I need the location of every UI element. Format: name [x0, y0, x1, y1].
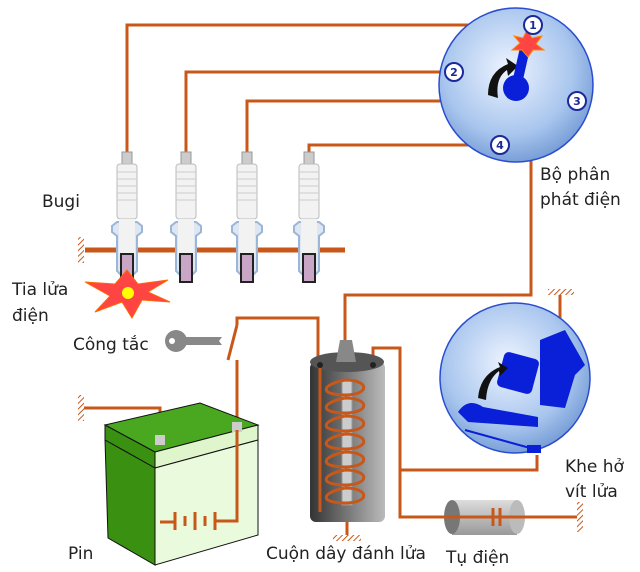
label-switch: Công tắc [73, 334, 149, 355]
label-distributor-2: phát điện [540, 190, 621, 210]
spark-plug-1 [111, 151, 143, 283]
svg-text:1: 1 [529, 19, 537, 32]
terminal-1: 1 [523, 15, 543, 35]
svg-text:2: 2 [450, 66, 458, 79]
label-points-2: vít lửa [565, 482, 618, 502]
terminal-4: 4 [490, 135, 510, 155]
spark-plug-2 [170, 151, 202, 283]
svg-text:3: 3 [573, 95, 581, 108]
terminal-3: 3 [567, 91, 587, 111]
spark-plugs [111, 151, 325, 283]
label-points-1: Khe hở [565, 457, 625, 477]
battery-symbol-icon [160, 430, 239, 530]
spark-icon [510, 28, 546, 58]
key-icon [165, 330, 222, 352]
svg-text:4: 4 [496, 139, 504, 152]
rotation-arrow-icon [478, 362, 508, 400]
switch-contact [226, 324, 239, 370]
breaker-points [439, 289, 591, 454]
points-ground-icon [548, 289, 574, 295]
terminal-2: 2 [444, 62, 464, 82]
label-battery: Pin [68, 544, 93, 564]
ignition-coil [310, 340, 385, 541]
label-ignition-coil: Cuộn dây đánh lửa [266, 544, 426, 564]
label-spark-2: điện [12, 306, 49, 326]
label-spark-1: Tia lửa [11, 280, 68, 300]
capacitor [440, 500, 583, 535]
label-distributor-1: Bộ phân [540, 165, 610, 185]
label-capacitor: Tụ điện [445, 548, 509, 568]
spark-plug-4 [293, 151, 325, 283]
coil-ground-icon [333, 535, 361, 541]
label-spark-plug: Bugi [42, 192, 80, 212]
rotation-arrow-icon [488, 58, 518, 98]
capacitor-ground-icon [577, 502, 583, 532]
distributor: 1 2 3 4 [438, 7, 594, 163]
battery-ground-icon [78, 395, 84, 421]
battery [103, 402, 260, 566]
ground-icon [78, 237, 84, 263]
spark-plug-3 [231, 151, 263, 283]
